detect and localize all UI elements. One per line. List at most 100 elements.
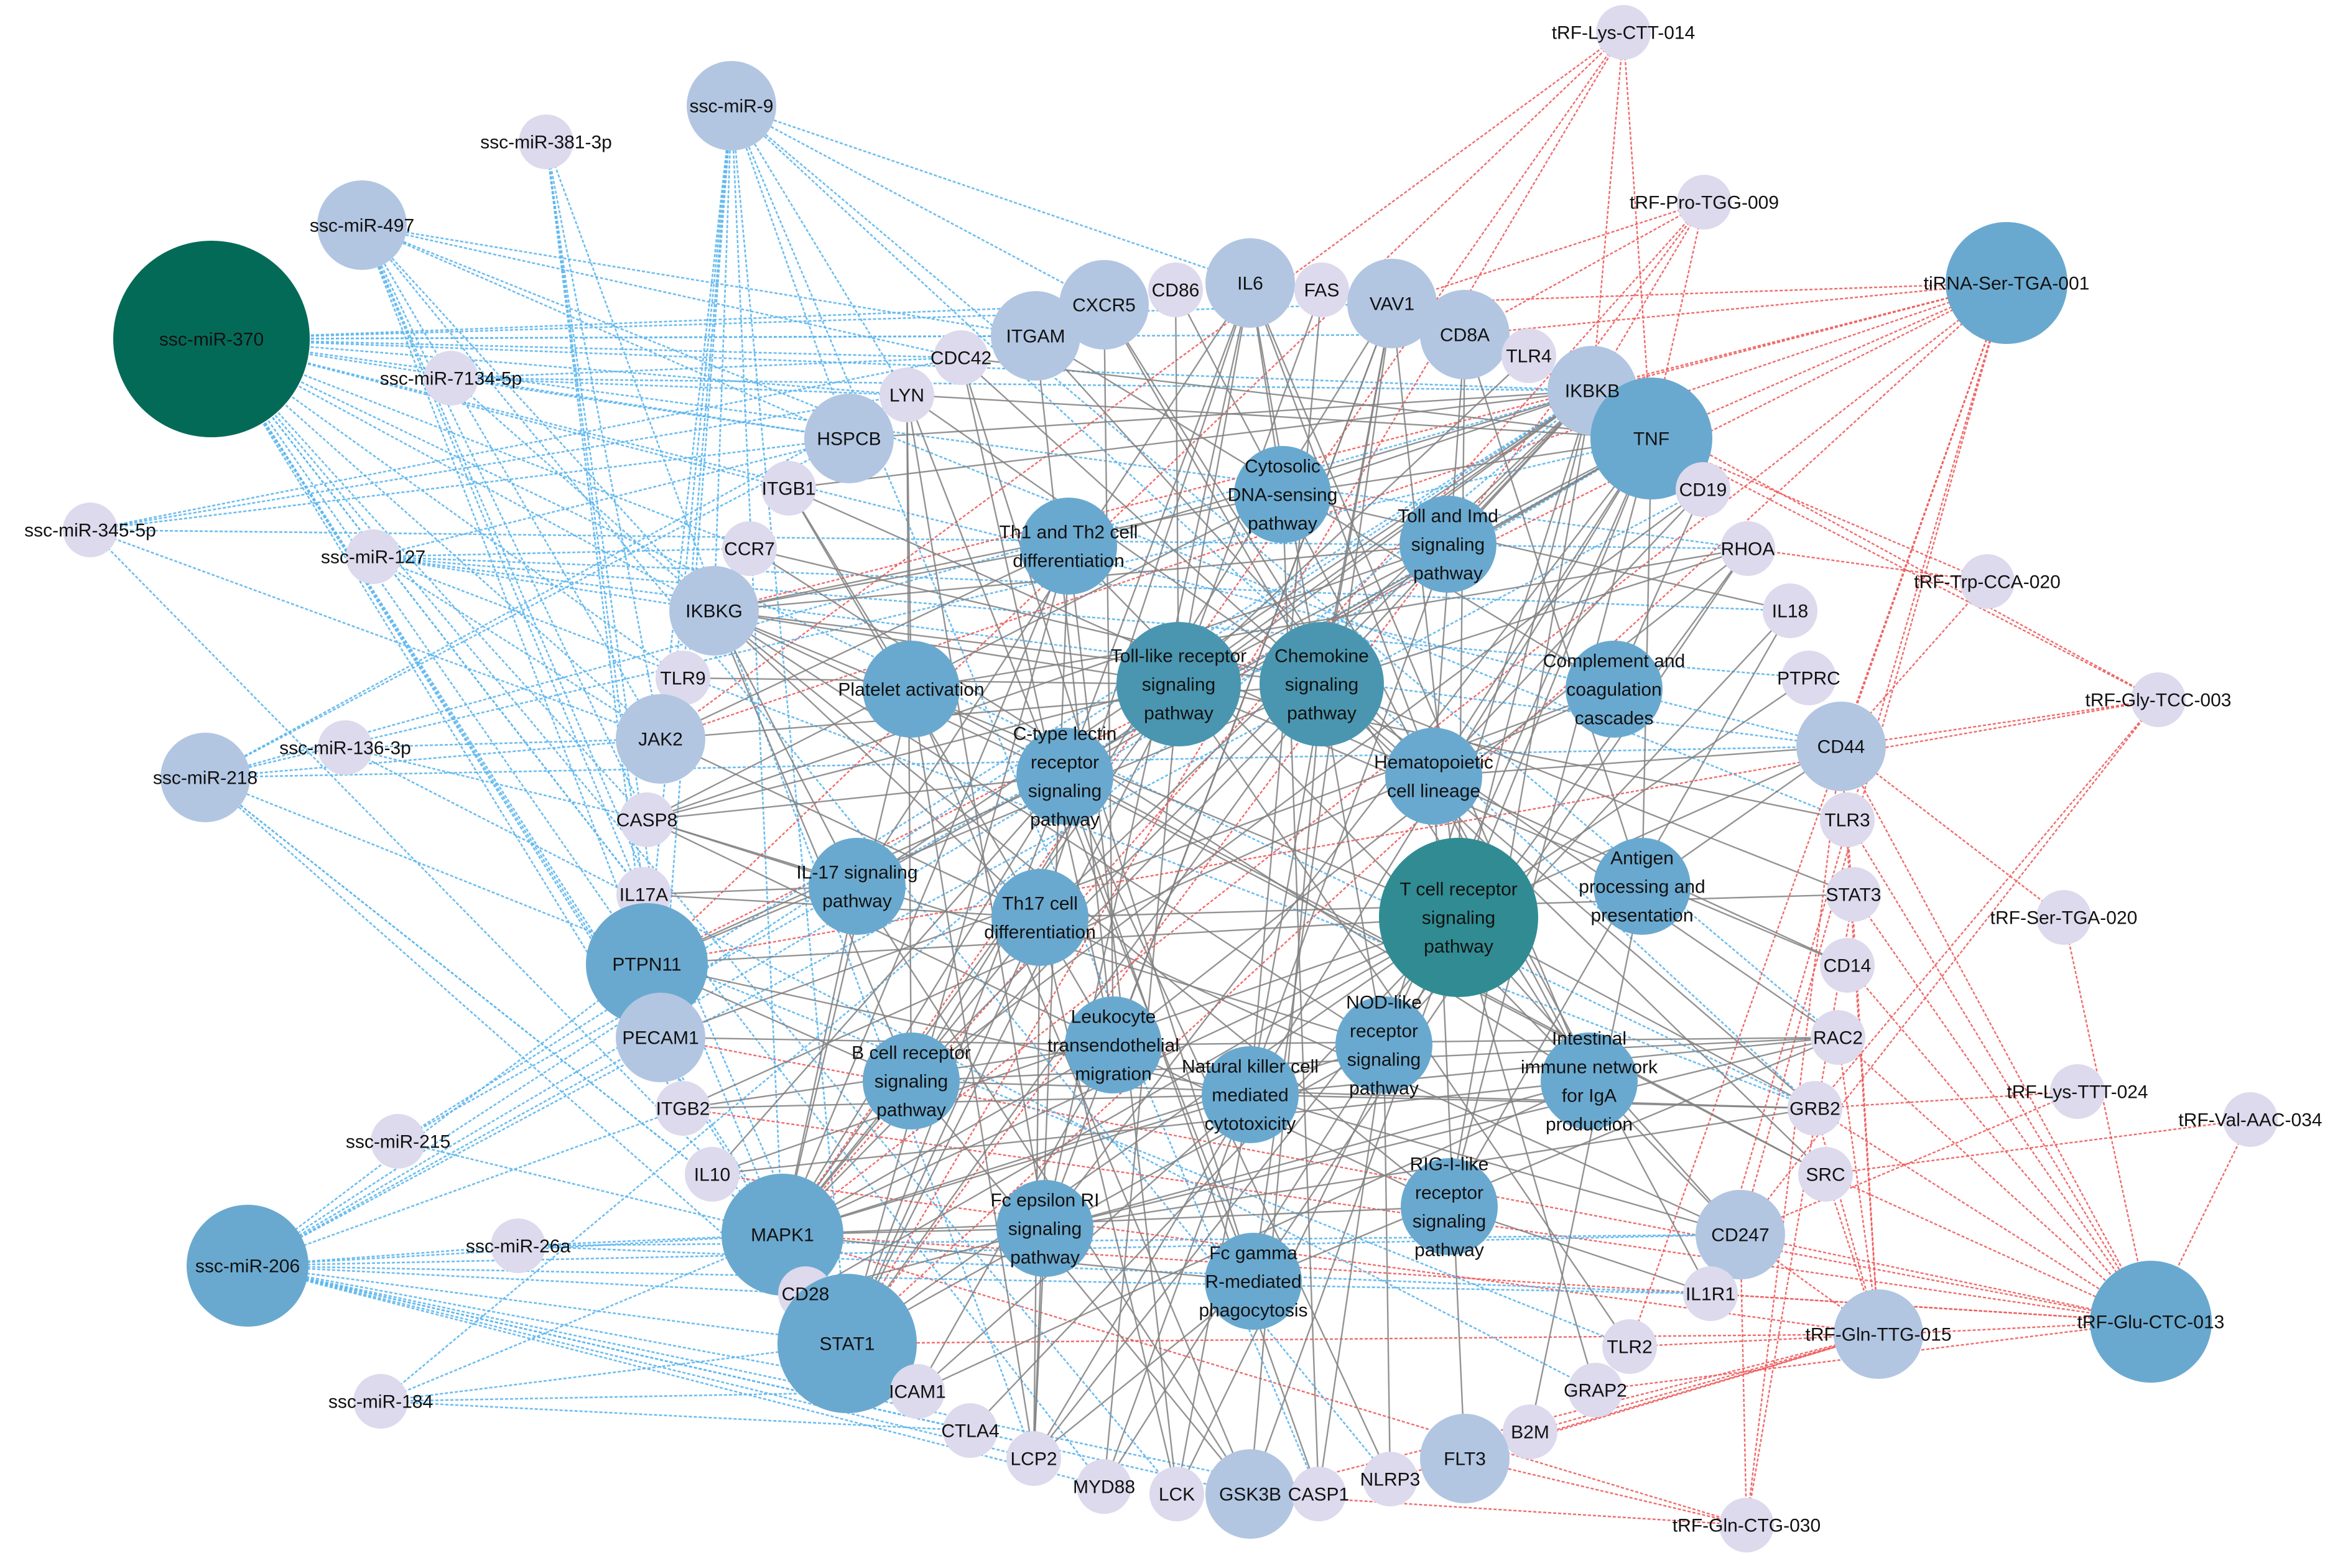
node-toll-and-imd-signaling-pathway[interactable] (1399, 496, 1497, 593)
node-trf-val-aac-034[interactable] (2223, 1092, 2278, 1147)
node-il1r1[interactable] (1683, 1266, 1738, 1321)
node-nod-like-receptor-signaling-pathway[interactable] (1335, 996, 1432, 1093)
node-vav1[interactable] (1347, 259, 1437, 348)
node-il-17-signaling-pathway[interactable] (809, 838, 906, 935)
node-il10[interactable] (685, 1147, 740, 1202)
node-trf-gln-ctg-030[interactable] (1719, 1498, 1774, 1552)
node-hematopoietic-cell-lineage[interactable] (1385, 728, 1482, 825)
node-myd88[interactable] (1077, 1459, 1131, 1514)
node-itgb1[interactable] (761, 461, 816, 516)
node-cdc42[interactable] (934, 330, 988, 385)
edge-ssc-mir-345-5p-to-hspcb (90, 437, 850, 531)
node-th17-cell-differentiation[interactable] (991, 869, 1088, 966)
node-ssc-mir-497[interactable] (317, 180, 407, 270)
node-icam1[interactable] (890, 1364, 945, 1419)
node-rac2[interactable] (1811, 1010, 1865, 1065)
node-flt3[interactable] (1420, 1414, 1510, 1503)
node-casp1[interactable] (1291, 1467, 1346, 1521)
node-stat3[interactable] (1826, 867, 1881, 922)
node-ptpn11[interactable] (586, 903, 708, 1025)
node-grb2[interactable] (1788, 1081, 1842, 1136)
node-il6[interactable] (1205, 238, 1295, 328)
node-fas[interactable] (1294, 262, 1349, 317)
node-rig-i-like-receptor-signaling-pathway[interactable] (1401, 1158, 1498, 1255)
node-tlr2[interactable] (1602, 1319, 1657, 1374)
node-ptprc[interactable] (1781, 651, 1836, 705)
node-trf-gln-ttg-015[interactable] (1834, 1289, 1923, 1379)
node-src[interactable] (1798, 1147, 1853, 1202)
node-platelet-activation[interactable] (863, 641, 960, 738)
node-b-cell-receptor-signaling-pathway[interactable] (863, 1032, 960, 1130)
node-natural-killer-cell-mediated-cytotoxicity[interactable] (1202, 1046, 1299, 1143)
node-cytosolic-dna-sensing-pathway[interactable] (1234, 446, 1331, 543)
node-nlrp3[interactable] (1363, 1452, 1418, 1506)
node-ctla4[interactable] (943, 1403, 998, 1458)
node-intestinal-immune-network-for-iga-production[interactable] (1541, 1032, 1638, 1130)
node-th1-and-th2-cell-differentiation[interactable] (1020, 498, 1117, 595)
node-cxcr5[interactable] (1059, 260, 1149, 350)
node-antigen-processing-and-presentation[interactable] (1594, 838, 1691, 935)
node-lyn[interactable] (879, 368, 934, 422)
node-trf-pro-tgg-009[interactable] (1677, 175, 1732, 230)
node-cd44[interactable] (1796, 702, 1886, 791)
node-cd14[interactable] (1820, 938, 1875, 993)
node-ssc-mir-26a[interactable] (491, 1218, 545, 1273)
node-lck[interactable] (1149, 1467, 1204, 1521)
node-ssc-mir-127[interactable] (346, 529, 401, 584)
edge-ssc-mir-497-to-cdc42 (361, 224, 962, 359)
node-ikbkg[interactable] (669, 566, 759, 656)
node-tlr9[interactable] (656, 651, 710, 705)
node-pecam1[interactable] (616, 993, 705, 1082)
node-grap2[interactable] (1568, 1363, 1623, 1417)
node-stat1[interactable] (777, 1274, 917, 1413)
node-tlr3[interactable] (1820, 792, 1875, 847)
node-tirna-ser-tga-001[interactable] (1946, 222, 2067, 344)
edge-cd44-to-trf-glu-ctc-013 (1840, 746, 2152, 1322)
node-trf-ser-tga-020[interactable] (2036, 890, 2091, 945)
edge-leukocyte-transendothelial-migration-to-rac2 (1113, 1036, 1839, 1046)
node-trf-glu-ctc-013[interactable] (2090, 1261, 2212, 1383)
node-fc-gamma-r-mediated-phagocytosis[interactable] (1205, 1233, 1302, 1330)
node-il18[interactable] (1763, 583, 1817, 638)
node-trf-gly-tcc-003[interactable] (2131, 672, 2186, 727)
node-ssc-mir-218[interactable] (160, 733, 250, 822)
node-jak2[interactable] (616, 694, 705, 784)
node-t-cell-receptor-signaling-pathway[interactable] (1379, 838, 1538, 997)
node-tlr4[interactable] (1501, 328, 1556, 383)
node-ssc-mir-9[interactable] (687, 61, 776, 151)
node-b2m[interactable] (1503, 1404, 1557, 1459)
node-mapk1[interactable] (722, 1174, 843, 1296)
node-trf-lys-ctt-014[interactable] (1596, 5, 1651, 60)
node-complement-and-coagulation-cascades[interactable] (1566, 641, 1663, 738)
node-ssc-mir-381-3p[interactable] (519, 114, 573, 169)
node-trf-lys-ttt-024[interactable] (2050, 1064, 2105, 1119)
edge-th1-and-th2-cell-differentiation-to-mapk1 (781, 545, 1070, 1235)
node-ssc-mir-345-5p[interactable] (63, 503, 118, 557)
node-ssc-mir-215[interactable] (371, 1114, 425, 1169)
node-ccr7[interactable] (722, 521, 777, 576)
node-cd19[interactable] (1676, 462, 1730, 517)
node-trf-trp-cca-020[interactable] (1960, 554, 2015, 609)
node-cd247[interactable] (1696, 1190, 1785, 1279)
node-toll-like-receptor-signaling-pathway[interactable] (1116, 622, 1241, 746)
edge-th1-and-th2-cell-differentiation-to-lcp2 (1032, 545, 1070, 1459)
node-cd86[interactable] (1148, 262, 1203, 317)
node-c-type-lectin-receptor-signaling-pathway[interactable] (1016, 728, 1113, 825)
node-itgam[interactable] (991, 291, 1080, 381)
node-lcp2[interactable] (1006, 1431, 1061, 1486)
node-fc-epsilon-ri-signaling-pathway[interactable] (996, 1180, 1093, 1277)
node-hspcb[interactable] (804, 394, 894, 483)
node-ssc-mir-7134-5p[interactable] (424, 351, 478, 406)
node-chemokine-signaling-pathway[interactable] (1260, 622, 1384, 746)
node-casp8[interactable] (619, 792, 674, 847)
node-ssc-mir-370[interactable] (113, 241, 310, 437)
node-ssc-mir-206[interactable] (187, 1205, 309, 1327)
node-cd8a[interactable] (1420, 290, 1510, 379)
node-itgb2[interactable] (656, 1081, 710, 1136)
node-ssc-mir-136-3p[interactable] (318, 720, 373, 775)
node-tnf[interactable] (1590, 378, 1712, 499)
node-leukocyte-transendothelial-migration[interactable] (1065, 996, 1162, 1093)
node-rhoa[interactable] (1720, 521, 1775, 576)
node-ssc-mir-184[interactable] (353, 1374, 408, 1429)
node-gsk3b[interactable] (1205, 1449, 1295, 1539)
